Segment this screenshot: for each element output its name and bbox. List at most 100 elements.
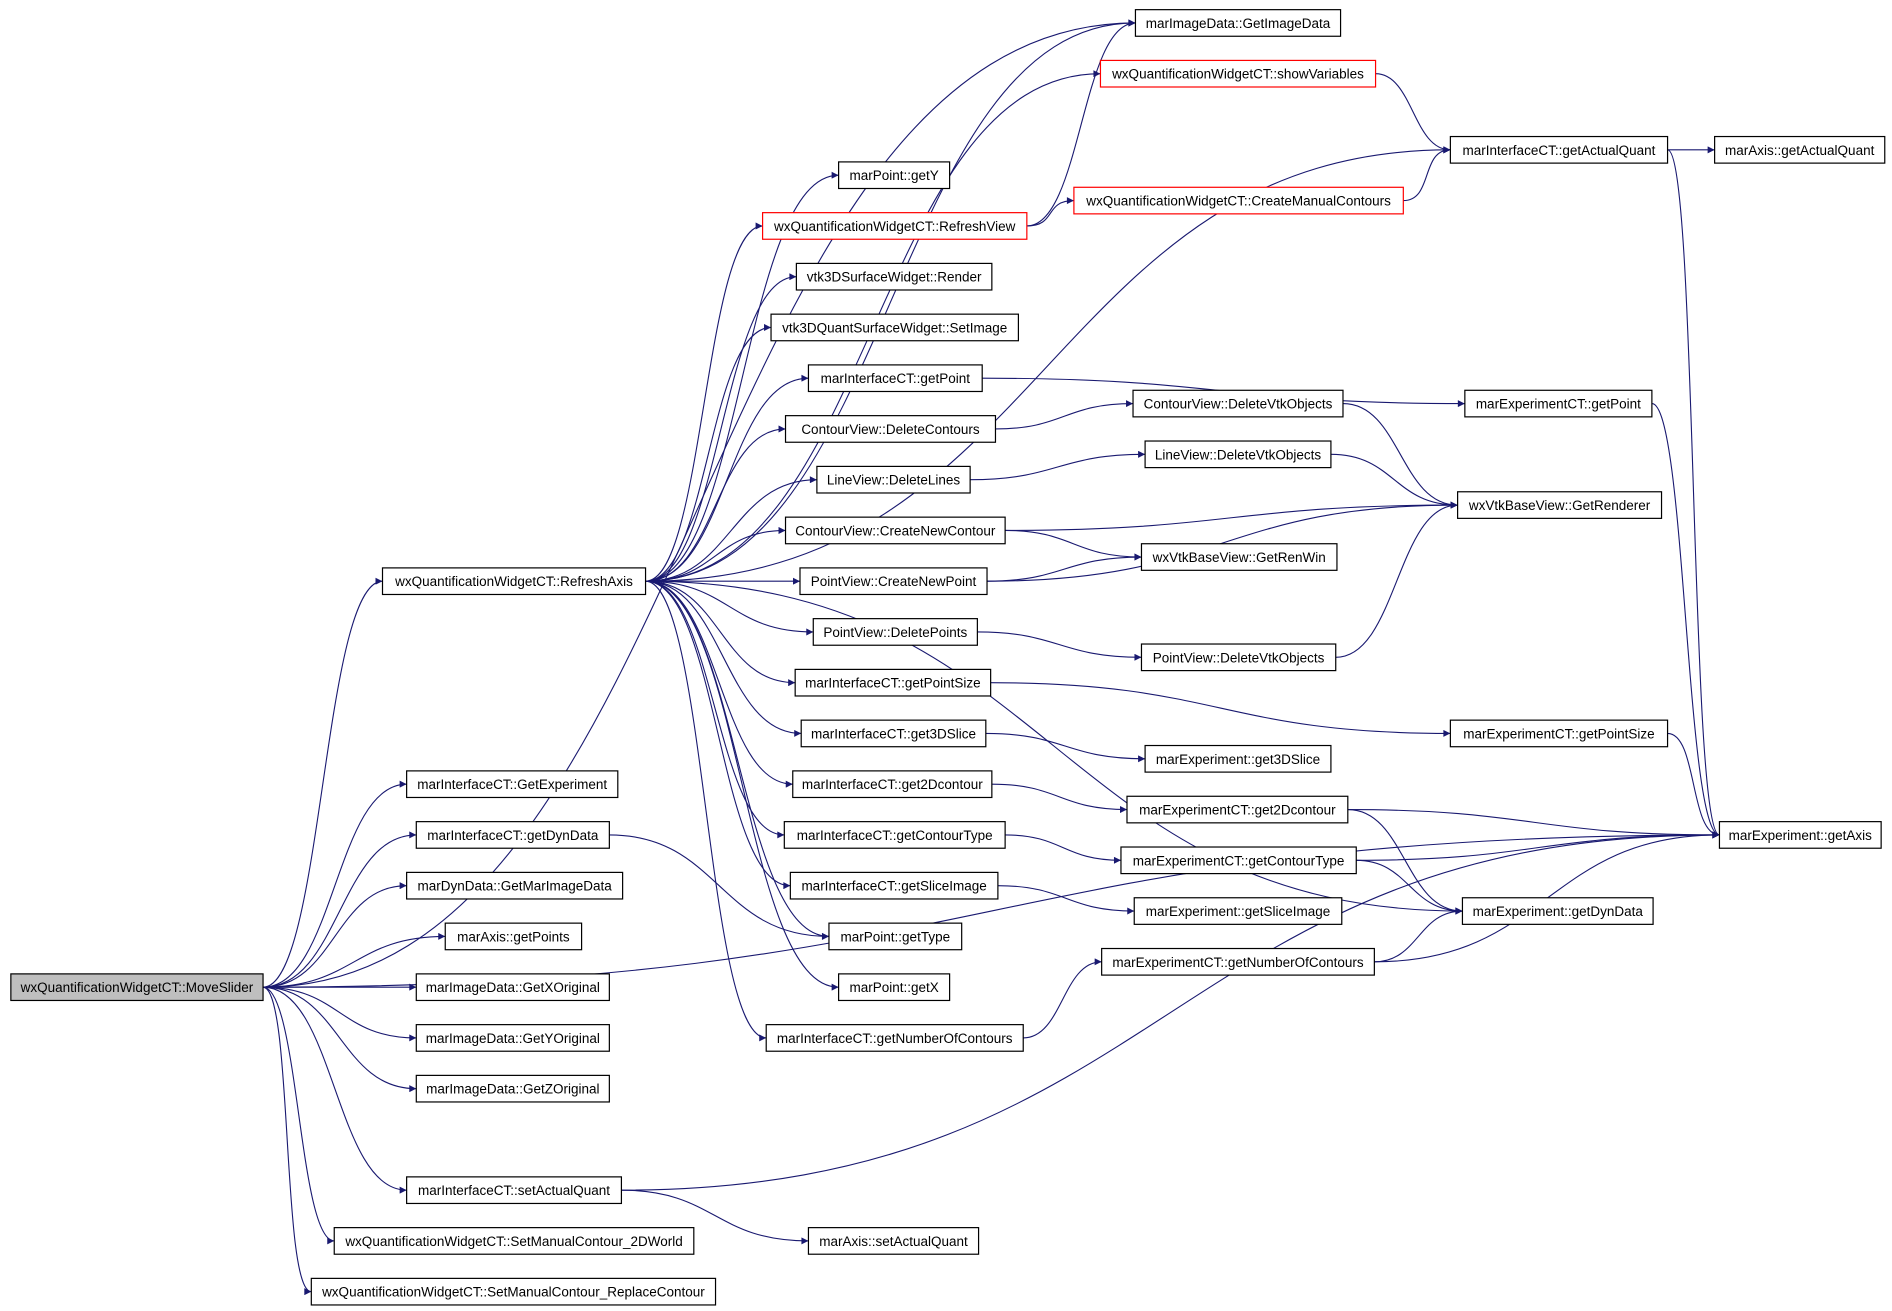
edge-getsliceimage-ict-to-getsliceimage-exp: [997, 885, 1135, 915]
edge-refreshaxis-to-get3dslice-ict: [645, 580, 802, 737]
node-box: [1461, 897, 1654, 925]
node-createnewpoint[interactable]: PointView::CreateNewPoint: [799, 567, 988, 596]
node-setmanual2d[interactable]: wxQuantificationWidgetCT::SetManualConto…: [333, 1227, 695, 1255]
node-box: [1073, 186, 1404, 215]
node-getzoriginal[interactable]: marImageData::GetZOriginal: [415, 1074, 610, 1103]
node-getpoint-ict[interactable]: marInterfaceCT::getPoint: [807, 364, 983, 393]
node-box: [406, 1176, 623, 1205]
node-pgety[interactable]: marPoint::getY: [838, 161, 951, 190]
node-render[interactable]: vtk3DSurfaceWidget::Render: [795, 262, 993, 291]
node-get2dcontour-ect[interactable]: marExperimentCT::get2Dcontour: [1126, 795, 1349, 824]
node-getactualquant-axis[interactable]: marAxis::getActualQuant: [1714, 135, 1886, 164]
node-setmanualreplace[interactable]: wxQuantificationWidgetCT::SetManualConto…: [310, 1277, 717, 1306]
node-box: [800, 719, 987, 748]
node-cv-deletevtk[interactable]: ContourView::DeleteVtkObjects: [1132, 389, 1344, 418]
node-getnumcontours-ict[interactable]: marInterfaceCT::getNumberOfContours: [765, 1024, 1024, 1052]
node-box: [310, 1277, 717, 1306]
node-getnumcontours-ect[interactable]: marExperimentCT::getNumberOfContours: [1101, 947, 1375, 976]
node-getaxis[interactable]: marExperiment::getAxis: [1718, 821, 1882, 849]
node-getyoriginal[interactable]: marImageData::GetYOriginal: [415, 1024, 610, 1052]
node-label: marInterfaceCT::getDynData: [427, 828, 599, 843]
node-label: marExperimentCT::get2Dcontour: [1139, 803, 1336, 818]
edge-get2dcontour-ect-to-getdyndata-exp: [1347, 809, 1463, 915]
node-label: marInterfaceCT::setActualQuant: [418, 1183, 610, 1198]
edge-deletepoints-to-pv-deletevtk: [977, 631, 1142, 661]
node-pgettype[interactable]: marPoint::getType: [828, 922, 963, 951]
node-getrenderer[interactable]: wxVtkBaseView::GetRenderer: [1457, 491, 1663, 519]
node-deletecontours[interactable]: ContourView::DeleteContours: [784, 415, 997, 443]
node-deletelines[interactable]: LineView::DeleteLines: [816, 465, 971, 494]
node-getsliceimage-exp[interactable]: marExperiment::getSliceImage: [1133, 897, 1343, 925]
node-getimagedata[interactable]: marImageData::GetImageData: [1134, 9, 1342, 37]
node-box: [792, 770, 993, 799]
edge-refreshaxis-to-pgetx: [645, 580, 839, 991]
edge-lv-deletevtk-to-getrenderer: [1330, 453, 1458, 509]
node-refreshaxis[interactable]: wxQuantificationWidgetCT::RefreshAxis: [381, 567, 647, 596]
node-getcontourtype-ect[interactable]: marExperimentCT::getContourType: [1120, 846, 1357, 875]
node-box: [415, 821, 610, 849]
node-createmanual[interactable]: wxQuantificationWidgetCT::CreateManualCo…: [1073, 186, 1404, 215]
node-box: [1457, 491, 1663, 519]
edge-createnewpoint-to-getrenderer: [987, 501, 1458, 582]
node-box: [333, 1227, 695, 1255]
node-lv-deletevtk[interactable]: LineView::DeleteVtkObjects: [1144, 440, 1332, 469]
node-getpointsize-ect[interactable]: marExperimentCT::getPointSize: [1449, 719, 1669, 748]
node-box: [1449, 135, 1669, 164]
edge-getnumcontours-ect-to-getdyndata-exp: [1374, 907, 1463, 963]
node-get3dslice-exp[interactable]: marExperiment::get3DSlice: [1144, 744, 1332, 773]
node-label: marExperimentCT::getPoint: [1476, 397, 1641, 412]
node-setactualquant-axis[interactable]: marAxis::setActualQuant: [807, 1227, 980, 1255]
edge-moveslider-to-getzoriginal: [263, 986, 417, 1093]
node-label: marExperiment::get3DSlice: [1156, 752, 1320, 767]
edge-get3dslice-ict-to-get3dslice-exp: [985, 732, 1146, 763]
node-showvariables[interactable]: wxQuantificationWidgetCT::showVariables: [1099, 59, 1377, 88]
edge-moveslider-to-setactualquant-ict: [263, 986, 407, 1194]
node-getrenwin[interactable]: wxVtkBaseView::GetRenWin: [1140, 543, 1338, 571]
edge-refreshaxis-to-getpoint-ict: [645, 374, 809, 582]
node-pv-deletevtk[interactable]: PointView::DeleteVtkObjects: [1140, 643, 1337, 672]
node-pgetx[interactable]: marPoint::getX: [838, 973, 951, 1002]
node-getdyndata-ict[interactable]: marInterfaceCT::getDynData: [415, 821, 610, 849]
node-box: [1718, 821, 1882, 849]
edge-get2dcontour-ect-to-getaxis: [1347, 809, 1720, 839]
edge-getnumcontours-ict-to-getnumcontours-ect: [1023, 958, 1102, 1039]
node-getpointsize-ict[interactable]: marInterfaceCT::getPointSize: [794, 668, 992, 697]
node-box: [812, 618, 978, 646]
node-box: [1134, 9, 1342, 37]
node-setactualquant-ict[interactable]: marInterfaceCT::setActualQuant: [406, 1176, 623, 1205]
edge-getpointsize-ict-to-getpointsize-ect: [990, 682, 1451, 737]
node-label: marImageData::GetXOriginal: [426, 980, 600, 995]
node-label: wxQuantificationWidgetCT::CreateManualCo…: [1085, 194, 1391, 209]
edge-refreshview-to-getimagedata: [1026, 19, 1136, 227]
node-label: marInterfaceCT::getPointSize: [805, 676, 981, 691]
edge-refreshaxis-to-getactualquant-ict: [645, 146, 1451, 582]
edge-setactualquant-ict-to-getaxis: [621, 831, 1720, 1191]
node-box: [1126, 795, 1349, 824]
node-box: [1101, 947, 1375, 976]
edge-refreshaxis-to-setimage: [645, 323, 772, 582]
node-getmarimagedata[interactable]: marDynData::GetMarImageData: [406, 871, 624, 900]
edge-refreshaxis-to-getdyndata-exp: [645, 580, 1463, 915]
node-getexperiment[interactable]: marInterfaceCT::GetExperiment: [406, 770, 619, 799]
node-label: marInterfaceCT::getSliceImage: [801, 879, 986, 894]
node-getsliceimage-ict[interactable]: marInterfaceCT::getSliceImage: [789, 871, 999, 900]
node-getactualquant-ict[interactable]: marInterfaceCT::getActualQuant: [1449, 135, 1669, 164]
node-getdyndata-exp[interactable]: marExperiment::getDynData: [1461, 897, 1654, 925]
node-refreshview[interactable]: wxQuantificationWidgetCT::RefreshView: [761, 212, 1028, 240]
node-label: LineView::DeleteVtkObjects: [1155, 447, 1322, 462]
node-getxoriginal[interactable]: marImageData::GetXOriginal: [415, 973, 610, 1002]
node-getpoint-ect[interactable]: marExperimentCT::getPoint: [1464, 389, 1653, 418]
node-label: marAxis::getPoints: [457, 929, 570, 944]
node-getpoints[interactable]: marAxis::getPoints: [444, 922, 583, 951]
node-setimage[interactable]: vtk3DQuantSurfaceWidget::SetImage: [770, 313, 1019, 342]
edge-moveslider-to-getexperiment: [263, 780, 407, 988]
node-label: marExperiment::getDynData: [1473, 904, 1644, 919]
edge-moveslider-to-getpoints: [263, 932, 446, 988]
node-createnewcontour[interactable]: ContourView::CreateNewContour: [784, 516, 1006, 545]
node-get2dcontour-ict[interactable]: marInterfaceCT::get2Dcontour: [792, 770, 993, 799]
node-getcontourtype-ict[interactable]: marInterfaceCT::getContourType: [783, 821, 1006, 849]
node-get3dslice-ict[interactable]: marInterfaceCT::get3DSlice: [800, 719, 987, 748]
node-moveslider[interactable]: wxQuantificationWidgetCT::MoveSlider: [10, 973, 264, 1002]
node-deletepoints[interactable]: PointView::DeletePoints: [812, 618, 978, 646]
